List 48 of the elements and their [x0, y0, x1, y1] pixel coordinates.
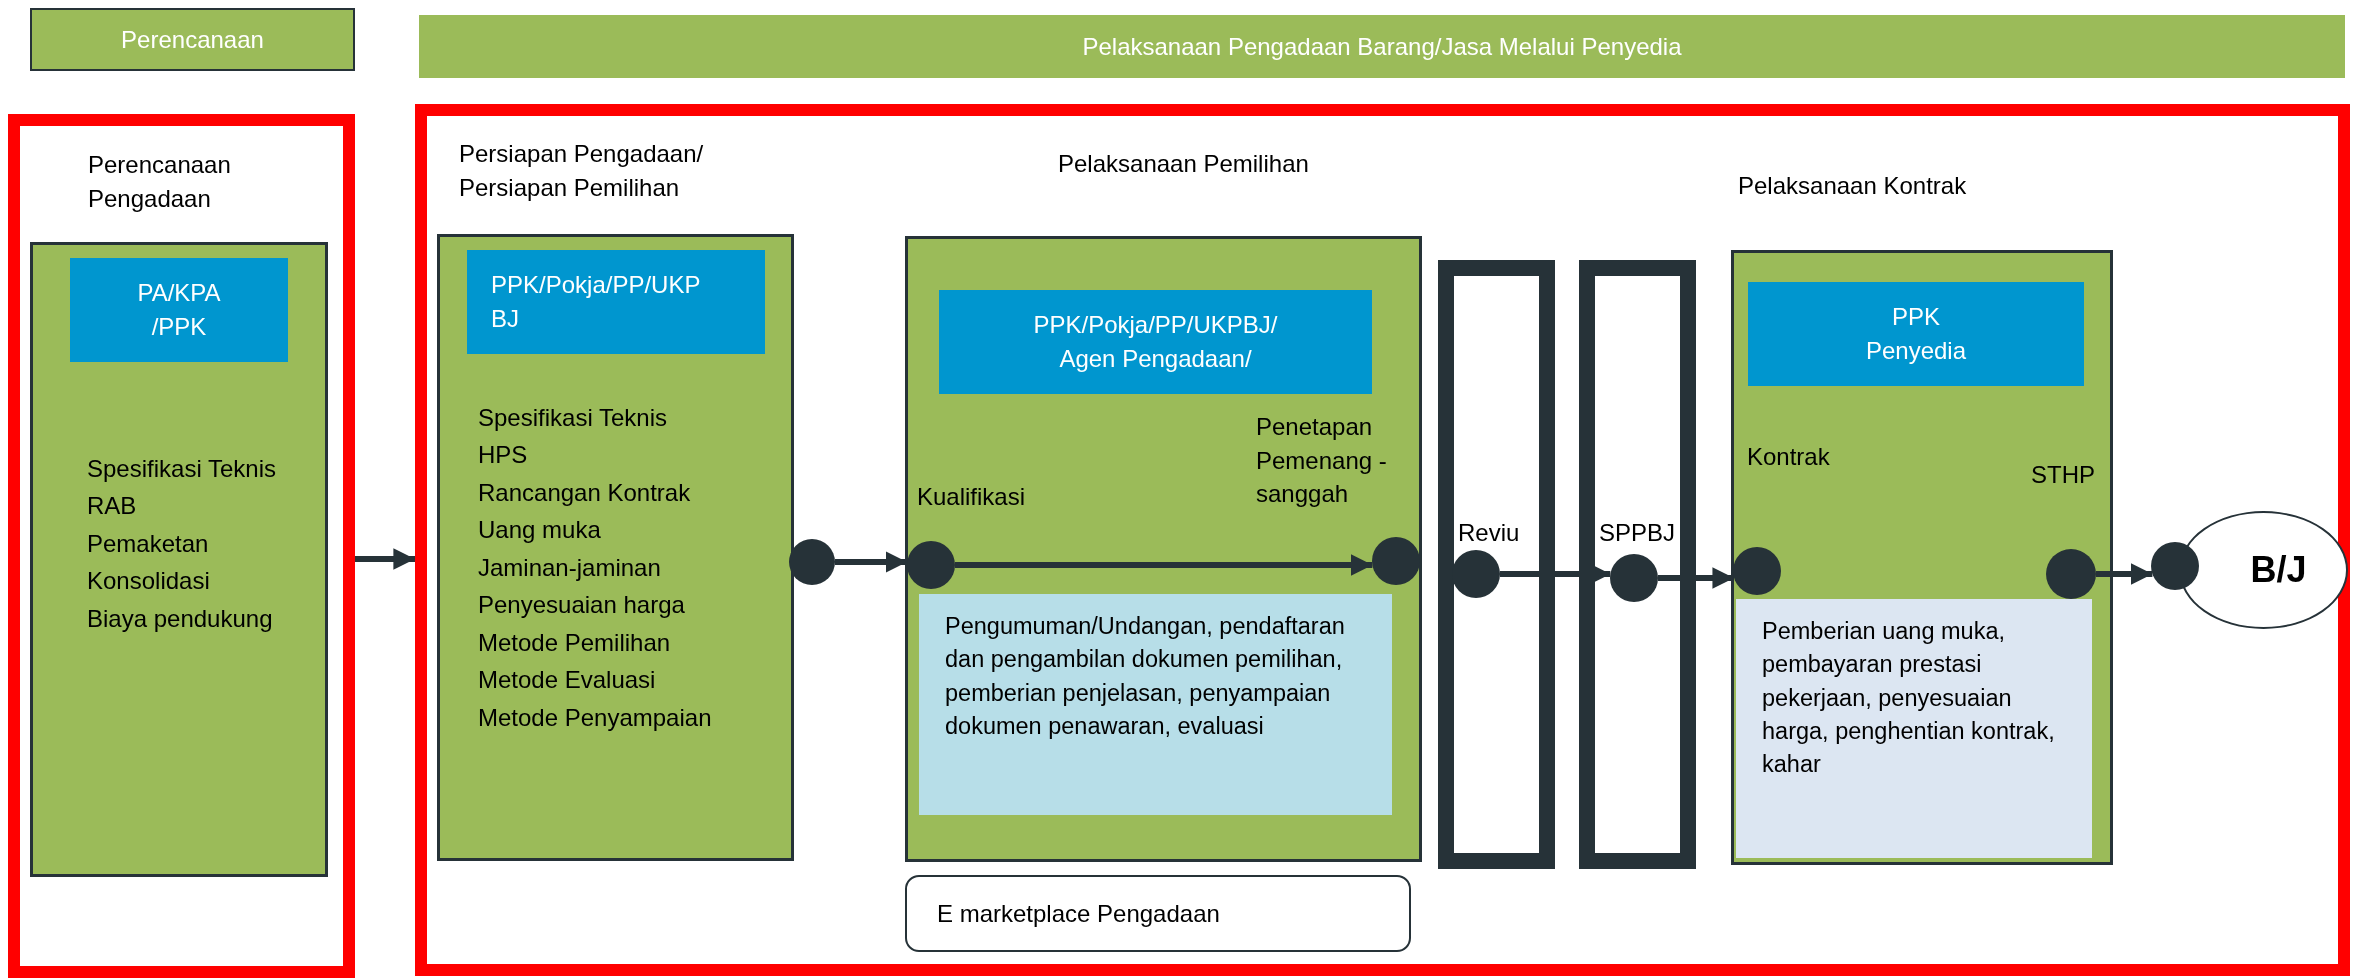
list-item: Pemaketan	[87, 528, 210, 559]
arrow	[1500, 563, 1611, 585]
stage-box	[30, 242, 328, 877]
phase-frame	[415, 104, 2350, 976]
step-bar	[1579, 260, 1696, 869]
junction-dot	[789, 539, 835, 585]
arrow	[955, 554, 1373, 576]
list-item: Metode Evaluasi	[478, 665, 657, 696]
role-box: PPK/Pokja/PP/UKP BJ	[467, 250, 765, 354]
phase-frame	[8, 114, 355, 978]
role-box: PA/KPA /PPK	[70, 258, 288, 362]
stage-heading: Persiapan Pengadaan/ Persiapan Pemilihan	[459, 139, 705, 203]
activity-box: Pemberian uang muka, pembayaran prestasi pekerjaan, penyesuaian harga, penghentian kontrak, kahar	[1736, 599, 2092, 858]
milestone-label: Penetapan Pemenang - sanggah	[1256, 412, 1388, 510]
list-item: Metode Pemilihan	[478, 627, 672, 658]
list-item: Spesifikasi Teknis	[87, 454, 276, 484]
role-box: PPK/Pokja/PP/UKPBJ/ Agen Pengadaan/	[939, 290, 1372, 394]
arrow	[1658, 567, 1735, 589]
milestone-label: Kualifikasi	[917, 482, 1027, 512]
step-label: SPPBJ	[1599, 518, 1676, 548]
arrow	[355, 548, 415, 570]
list-item: Penyesuaian harga	[478, 590, 686, 621]
arrow	[835, 551, 908, 573]
list-item: Spesifikasi Teknis	[478, 403, 668, 433]
list-item: Biaya pendukung	[87, 603, 274, 634]
stage-heading: Pelaksanaan Kontrak	[1738, 171, 1968, 201]
header-bar: Pelaksanaan Pengadaan Barang/Jasa Melalui Penyedia	[419, 15, 2345, 78]
list-item: HPS	[478, 440, 529, 471]
list-item: Konsolidasi	[87, 566, 211, 597]
activity-box: Pengumuman/Undangan, pendaftaran dan pengambilan dokumen pemilihan, pemberian penjelasan, penyampaian dokumen penawaran, evaluasi	[919, 594, 1392, 815]
phase-heading: Perencanaan Pengadaan	[88, 150, 232, 214]
list-item: RAB	[87, 491, 138, 522]
step-bar	[1438, 260, 1555, 869]
list-item: Rancangan Kontrak	[478, 477, 692, 508]
arrow	[2096, 563, 2153, 585]
junction-dot	[2151, 542, 2199, 590]
rounded-box: E marketplace Pengadaan	[905, 875, 1411, 952]
role-box: PPK Penyedia	[1748, 282, 2084, 386]
list-item: Metode Penyampaian	[478, 702, 712, 733]
junction-dot	[1452, 550, 1500, 598]
milestone-label: STHP	[2031, 460, 2096, 490]
junction-dot	[1610, 554, 1658, 602]
header-bar: Perencanaan	[30, 8, 355, 71]
list-item: Jaminan-jaminan	[478, 552, 662, 583]
list-item: Uang muka	[478, 515, 602, 546]
milestone-label: Kontrak	[1747, 442, 1831, 472]
step-label: Reviu	[1458, 518, 1520, 548]
stage-heading: Pelaksanaan Pemilihan	[1058, 149, 1310, 179]
